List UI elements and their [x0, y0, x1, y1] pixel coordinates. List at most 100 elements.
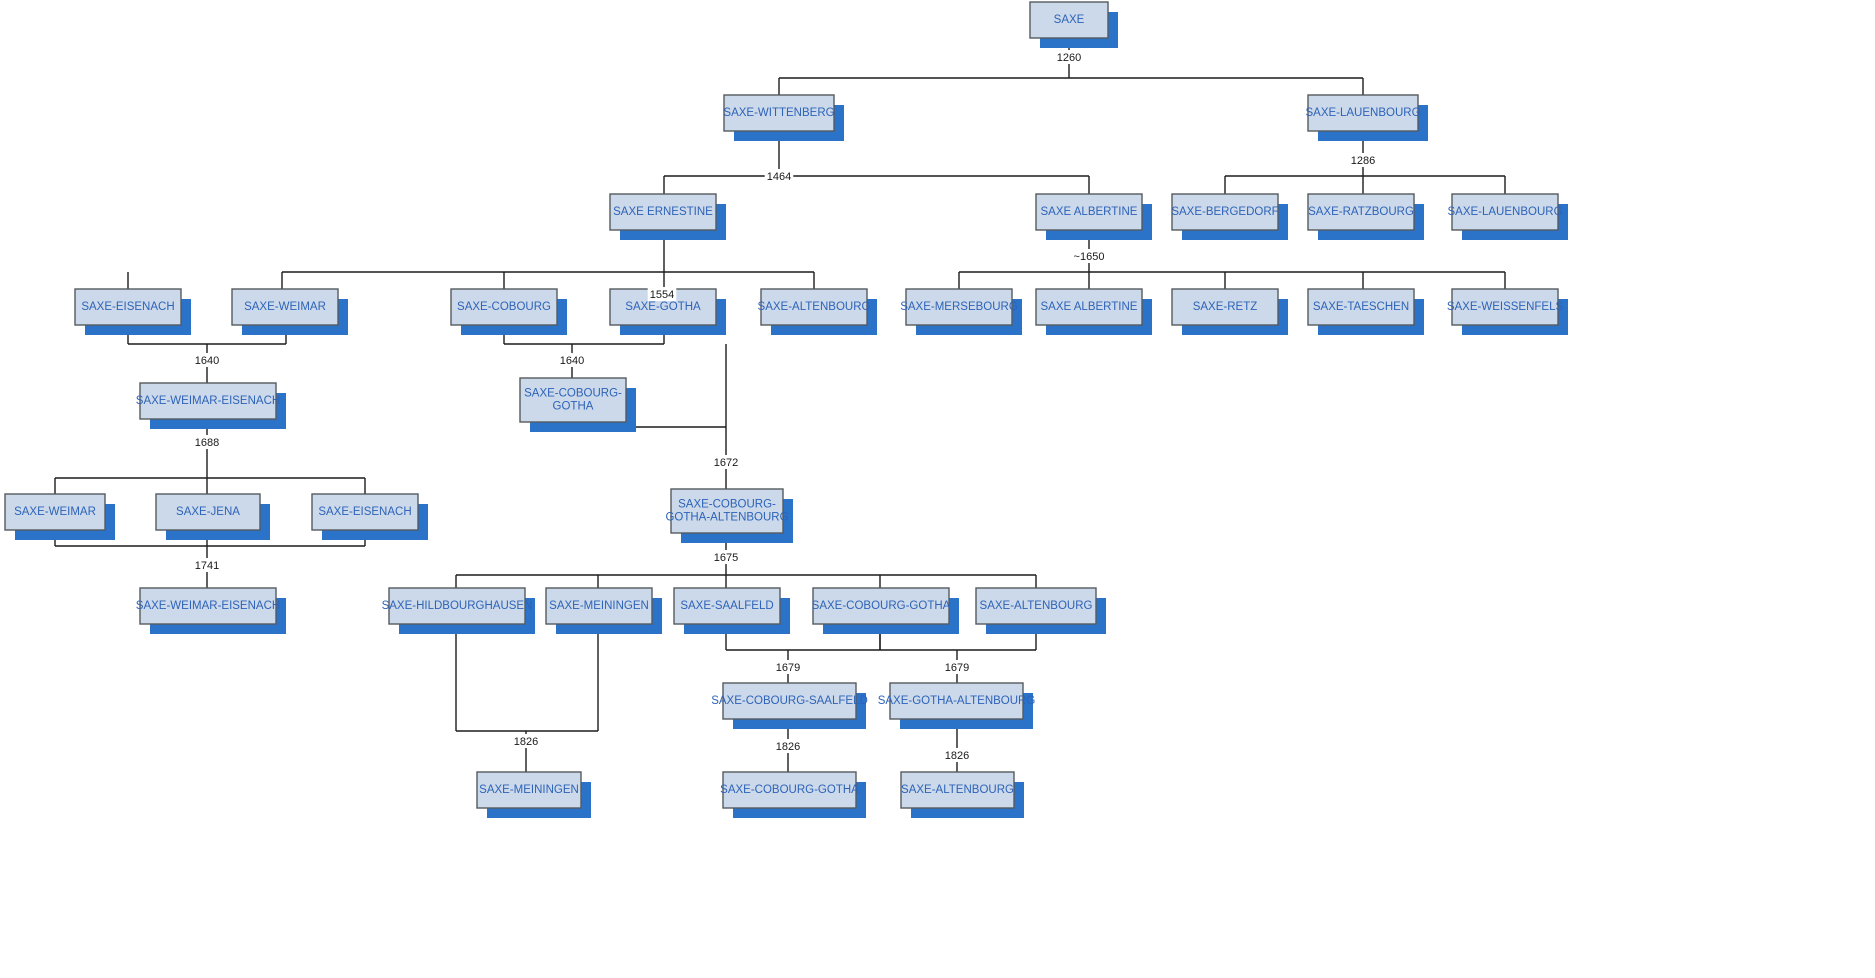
date-label-text: 1679	[945, 662, 969, 674]
date-label-background	[1054, 50, 1084, 64]
tree-node-saxe-mersebourg[interactable]: SAXE-MERSEBOURG	[900, 288, 1022, 335]
tree-node-saxe[interactable]: SAXE	[1029, 1, 1118, 48]
tree-node-saxe-jena[interactable]: SAXE-JENA	[155, 493, 270, 540]
node-box[interactable]	[1035, 288, 1143, 326]
node-box[interactable]	[670, 488, 784, 534]
date-label-text: 1675	[714, 552, 738, 564]
node-label: SAXE-WEISSENFELS	[1447, 301, 1564, 313]
tree-node-saxe-gotha-altenbourg[interactable]: SAXE-GOTHA-ALTENBOURG	[878, 682, 1036, 729]
tree-node-saxe-eisenach-2[interactable]: SAXE-EISENACH	[311, 493, 428, 540]
tree-node-saxe-altenbourg-2[interactable]: SAXE-ALTENBOURG	[975, 587, 1106, 634]
tree-node-saxe-lauenbourg-2[interactable]: SAXE-LAUENBOURG	[1447, 193, 1568, 240]
node-label: SAXE-COBOURG-GOTHA	[524, 388, 622, 413]
node-box[interactable]	[900, 771, 1015, 809]
tree-node-saxe-altenbourg-1[interactable]: SAXE-ALTENBOURG	[758, 288, 877, 335]
date-label-text: 1672	[714, 457, 738, 469]
node-box[interactable]	[760, 288, 868, 326]
node-label: SAXE-JENA	[176, 506, 240, 518]
node-box[interactable]	[74, 288, 182, 326]
tree-node-saxe-ratzbourg[interactable]: SAXE-RATZBOURG	[1307, 193, 1424, 240]
tree-node-saxe-taeschen[interactable]: SAXE-TAESCHEN	[1307, 288, 1424, 335]
date-label-text: 1826	[945, 750, 969, 762]
node-label: SAXE-EISENACH	[81, 301, 174, 313]
node-box[interactable]	[722, 771, 857, 809]
node-label: SAXE-WEIMAR-EISENACH	[136, 395, 280, 407]
edge-date-d-1554: 1554	[647, 287, 677, 301]
tree-node-saxe-albertine-1[interactable]: SAXE ALBERTINE	[1035, 193, 1152, 240]
node-label: SAXE-SAALFELD	[680, 600, 773, 612]
node-box[interactable]	[905, 288, 1013, 326]
node-box[interactable]	[975, 587, 1097, 625]
node-box[interactable]	[889, 682, 1024, 720]
node-box[interactable]	[231, 288, 339, 326]
node-box[interactable]	[1307, 94, 1419, 132]
node-box[interactable]	[1451, 288, 1559, 326]
tree-node-saxe-meiningen-1[interactable]: SAXE-MEININGEN	[545, 587, 662, 634]
edge-date-d-1675: 1675	[711, 550, 741, 564]
edge-date-d-1464: 1464	[764, 169, 794, 183]
node-box[interactable]	[1035, 193, 1143, 231]
tree-node-saxe-saalfeld[interactable]: SAXE-SAALFELD	[673, 587, 790, 634]
date-label-text: 1640	[195, 355, 219, 367]
edge-date-d-1286: 1286	[1348, 153, 1378, 167]
tree-connector	[725, 624, 881, 683]
node-box[interactable]	[388, 587, 526, 625]
tree-node-saxe-weissenfels[interactable]: SAXE-WEISSENFELS	[1447, 288, 1568, 335]
edge-date-d-1640-left: 1640	[192, 353, 222, 367]
tree-node-saxe-hildbourghausen[interactable]: SAXE-HILDBOURGHAUSEN	[382, 587, 535, 634]
edge-date-d-1672: 1672	[711, 455, 741, 469]
node-box[interactable]	[155, 493, 261, 531]
node-box[interactable]	[723, 94, 835, 132]
edge-date-d-1650: ~1650	[1071, 249, 1107, 263]
date-label-background	[711, 455, 741, 469]
node-box[interactable]	[812, 587, 950, 625]
date-label-background	[1348, 153, 1378, 167]
node-box[interactable]	[545, 587, 653, 625]
tree-node-saxe-retz[interactable]: SAXE-RETZ	[1171, 288, 1288, 335]
node-box[interactable]	[609, 193, 717, 231]
node-box[interactable]	[722, 682, 857, 720]
tree-node-saxe-cobourg-gotha-alt[interactable]: SAXE-COBOURG-GOTHA-ALTENBOURG	[665, 488, 793, 543]
tree-node-saxe-weimar-2[interactable]: SAXE-WEIMAR	[4, 493, 115, 540]
node-box[interactable]	[4, 493, 106, 531]
tree-node-saxe-weimar-eisenach-1[interactable]: SAXE-WEIMAR-EISENACH	[136, 382, 286, 429]
date-label-background	[511, 734, 541, 748]
date-label-text: 1640	[560, 355, 584, 367]
node-box[interactable]	[139, 587, 277, 625]
date-label-text: 1741	[195, 560, 219, 572]
tree-node-saxe-weimar-eisenach-2[interactable]: SAXE-WEIMAR-EISENACH	[136, 587, 286, 634]
tree-node-saxe-albertine-2[interactable]: SAXE ALBERTINE	[1035, 288, 1152, 335]
node-label: SAXE-COBOURG	[457, 301, 551, 313]
edge-date-d-1741: 1741	[192, 558, 222, 572]
node-box[interactable]	[1451, 193, 1559, 231]
node-box[interactable]	[311, 493, 419, 531]
node-box[interactable]	[1307, 193, 1415, 231]
tree-node-saxe-cobourg-gotha-1[interactable]: SAXE-COBOURG-GOTHA	[519, 377, 636, 432]
node-box[interactable]	[450, 288, 558, 326]
tree-node-saxe-cobourg-saalfeld[interactable]: SAXE-COBOURG-SAALFELD	[711, 682, 868, 729]
tree-node-saxe-cobourg-1[interactable]: SAXE-COBOURG	[450, 288, 567, 335]
tree-node-saxe-eisenach-1[interactable]: SAXE-EISENACH	[74, 288, 191, 335]
tree-node-saxe-wittenberg[interactable]: SAXE-WITTENBERG	[723, 94, 844, 141]
node-box[interactable]	[519, 377, 627, 423]
tree-node-saxe-weimar-1[interactable]: SAXE-WEIMAR	[231, 288, 348, 335]
node-label: SAXE	[1054, 14, 1085, 26]
node-box[interactable]	[139, 382, 277, 420]
node-box[interactable]	[1171, 193, 1279, 231]
tree-node-saxe-lauenbourg-1[interactable]: SAXE-LAUENBOURG	[1305, 94, 1428, 141]
tree-node-saxe-cobourg-gotha-2[interactable]: SAXE-COBOURG-GOTHA	[812, 587, 959, 634]
node-box[interactable]	[1029, 1, 1109, 39]
node-box[interactable]	[1307, 288, 1415, 326]
tree-node-saxe-altenbourg-3[interactable]: SAXE-ALTENBOURG	[900, 771, 1024, 818]
node-box[interactable]	[476, 771, 582, 809]
tree-node-saxe-bergedorf[interactable]: SAXE-BERGEDORF	[1171, 193, 1288, 240]
date-label-text: 1826	[514, 736, 538, 748]
node-box[interactable]	[673, 587, 781, 625]
node-label: SAXE ALBERTINE	[1041, 301, 1138, 313]
tree-node-saxe-meiningen-2[interactable]: SAXE-MEININGEN	[476, 771, 591, 818]
node-box[interactable]	[1171, 288, 1279, 326]
tree-node-saxe-cobourg-gotha-3[interactable]: SAXE-COBOURG-GOTHA	[720, 771, 866, 818]
tree-node-saxe-ernestine[interactable]: SAXE ERNESTINE	[609, 193, 726, 240]
node-label: SAXE-ALTENBOURG	[901, 784, 1014, 796]
